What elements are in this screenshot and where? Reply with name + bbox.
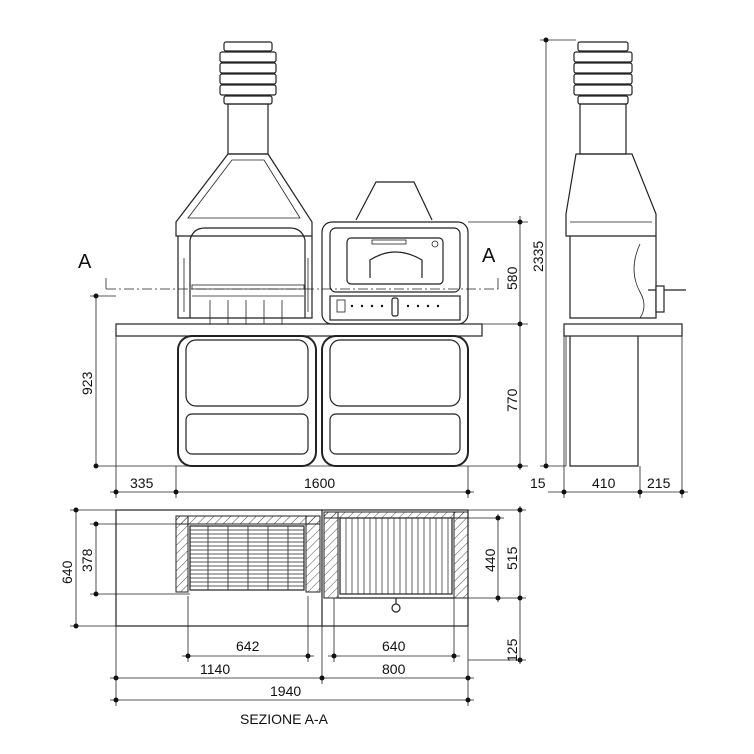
bbq-grill-bars [209,300,283,324]
dim-height-total: 2335 [530,37,576,469]
svg-text:642: 642 [236,638,260,654]
svg-text:515: 515 [504,546,520,570]
oven-dome [355,181,433,221]
dim-plan-overall: 1940 [110,683,474,703]
svg-text:580: 580 [504,266,520,290]
oven-handle-plan [391,603,401,613]
svg-text:1140: 1140 [200,661,230,677]
chimney-cap [219,41,277,105]
svg-text:378: 378 [79,548,95,572]
bbq-wall-left [175,515,189,593]
dim-plan-depth-left: 640 378 [59,507,190,629]
dim-width-front: 335 1600 [96,336,474,498]
oven-module [321,221,469,325]
svg-text:15: 15 [530,475,546,491]
svg-text:335: 335 [130,475,154,491]
oven-floor-plan [339,517,453,595]
svg-text:215: 215 [647,475,671,491]
oven-wall-left [323,511,339,599]
base-cabinets [177,335,469,467]
dim-height-oven: 580 770 [468,216,528,470]
dim-plan-module-widths: 1140 800 [110,626,474,706]
side-view: 2335 15 410 215 [530,37,688,498]
section-mark-left: A [78,251,92,273]
side-chimney-cap [573,41,633,105]
front-view: A A 923 335 1600 [78,41,528,498]
dim-side-depth: 15 410 215 [530,336,688,498]
dim-height-counter: 923 [79,293,116,469]
plan-outline [115,509,469,627]
svg-text:1940: 1940 [270,683,301,699]
section-mark-right: A [482,245,496,267]
plan-view: 640 378 440 515 125 [59,506,526,727]
bbq-module [177,227,313,324]
bbq-wall-right [305,515,321,593]
counter-top [115,323,483,337]
chimney-hood [175,153,313,237]
chimney-flue [227,103,269,155]
dim-plan-inner-widths: 642 640 [182,596,460,662]
svg-text:1600: 1600 [304,475,335,491]
oven-control-dots [350,304,440,308]
svg-text:440: 440 [482,548,498,572]
svg-text:640: 640 [382,638,406,654]
oven-wall-right [453,511,469,599]
svg-text:923: 923 [79,371,95,395]
svg-text:770: 770 [504,388,520,412]
oven-wall-back [323,511,469,519]
svg-text:125: 125 [504,638,520,662]
side-hood [565,153,657,237]
svg-text:800: 800 [382,661,406,677]
dim-plan-depth-right: 440 515 125 [468,506,526,664]
svg-text:640: 640 [59,560,75,584]
svg-text:410: 410 [592,475,616,491]
oven-handle [391,297,399,317]
bbq-grill-plan [189,525,305,591]
section-caption: SEZIONE A-A [240,711,329,727]
bbq-wall-back [175,515,321,525]
side-counter-top [563,323,683,337]
svg-text:2335: 2335 [530,241,546,272]
